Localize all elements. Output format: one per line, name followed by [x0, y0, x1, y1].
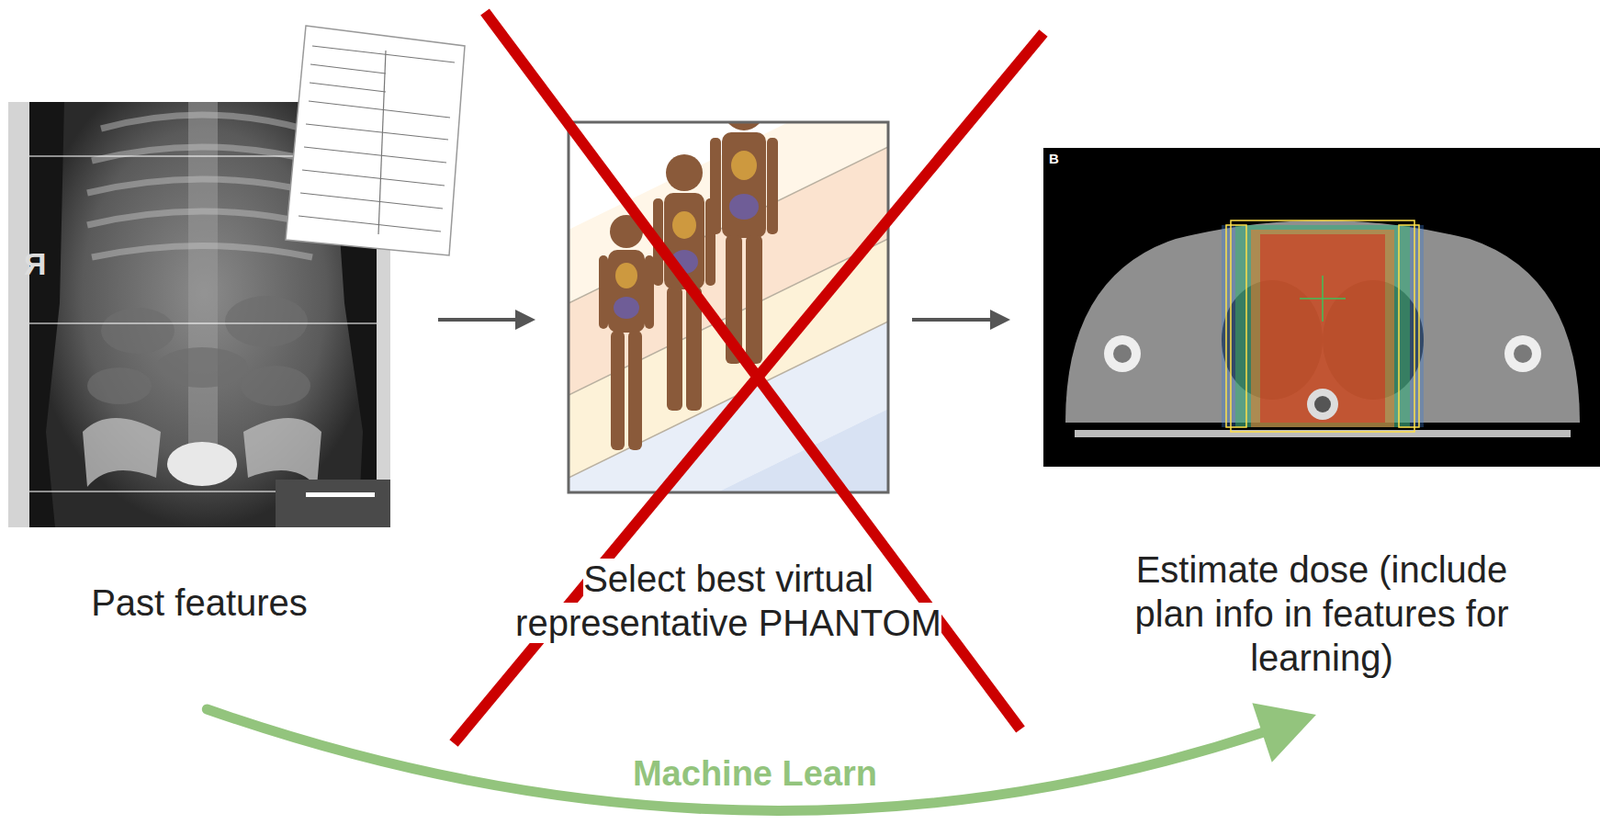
paper-record	[285, 25, 465, 256]
arrow-head	[990, 309, 1011, 330]
cross-line	[453, 33, 1044, 744]
caption-text: Estimate dose (include plan info in feat…	[1135, 549, 1510, 678]
caption-text: Past features	[90, 582, 308, 623]
arrow-head	[1251, 702, 1317, 763]
flow-arrow	[912, 309, 1011, 330]
flow-arrow	[438, 309, 536, 330]
image-marker: R	[23, 246, 47, 282]
image-panel: Past features	[8, 101, 391, 528]
image-panel: Select best virtual representative PHANT…	[568, 122, 889, 493]
cross-line	[484, 11, 1021, 730]
caption-box: Estimate dose (include plan info in feat…	[1119, 547, 1524, 680]
image-marker: B	[1048, 150, 1060, 167]
image-panel: Estimate dose (include plan info in feat…	[1043, 147, 1600, 467]
connector-line	[912, 317, 992, 322]
caption-text: Select best virtual representative PHANT…	[515, 558, 942, 643]
arrow-head	[515, 309, 536, 330]
ct-dose-image	[1043, 147, 1600, 467]
flow-arrow	[206, 702, 1317, 811]
caption-box: Past features	[8, 580, 391, 625]
caption-box: Select best virtual representative PHANT…	[498, 556, 958, 645]
connector-line	[206, 709, 1266, 811]
connector-line	[438, 317, 518, 322]
edge-label: Machine Learn	[632, 754, 878, 794]
